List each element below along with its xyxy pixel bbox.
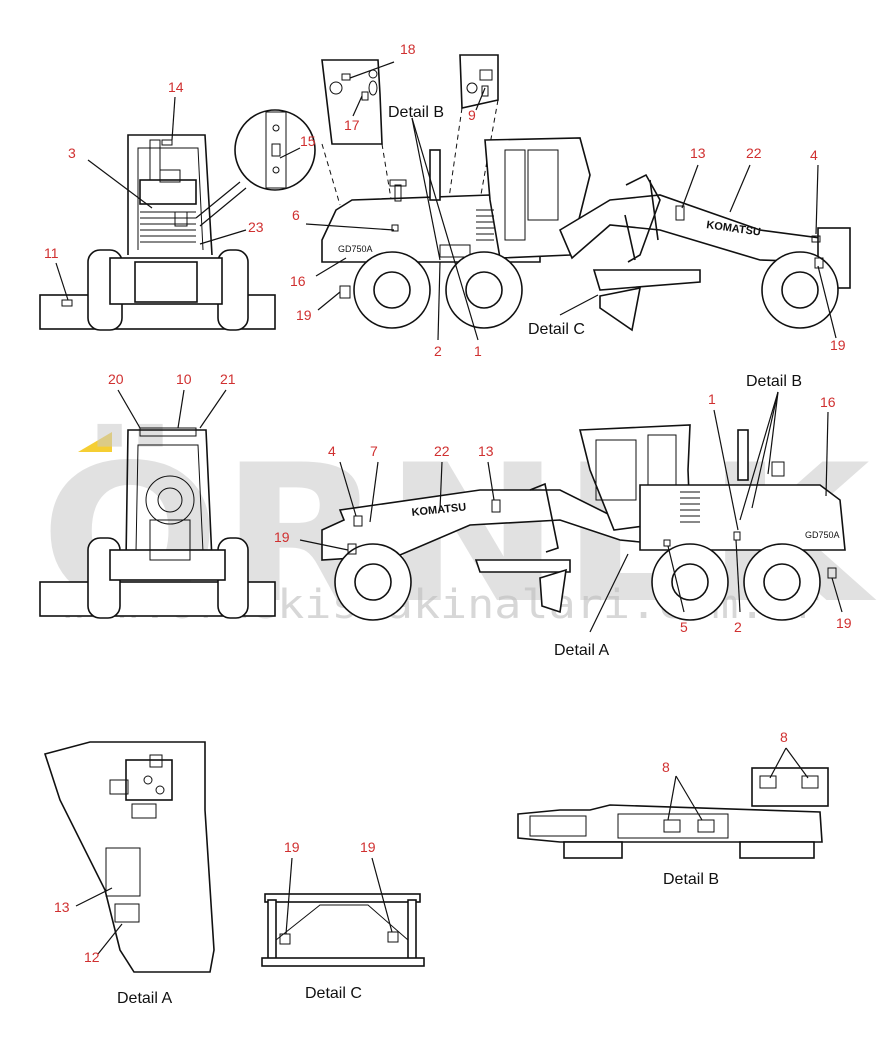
callout-21: 21: [220, 371, 236, 387]
detail-b: [517, 747, 829, 859]
detail-c: [261, 857, 425, 967]
caption-detail-a-bottom: Detail A: [117, 990, 172, 1007]
captions: Detail B Detail C Detail B Detail A Deta…: [117, 104, 802, 1007]
callout-1-mid: 1: [708, 391, 716, 407]
callout-numbers: 14 3 15 23 11 18 17 9 6 16 19 2 1 13 22 …: [44, 41, 852, 965]
callout-19-top-right: 19: [830, 337, 846, 353]
callout-10: 10: [176, 371, 192, 387]
callout-13-top: 13: [690, 145, 706, 161]
callout-19-mid-right: 19: [836, 615, 852, 631]
right-side-view: KOMATSU GD750A: [299, 391, 846, 633]
callout-8-lower: 8: [662, 759, 670, 775]
callout-20: 20: [108, 371, 124, 387]
callout-19-top-left: 19: [296, 307, 312, 323]
caption-detail-b-top: Detail B: [388, 104, 444, 121]
caption-detail-b-bottom: Detail B: [663, 871, 719, 888]
right-view-komatsu-decal: KOMATSU: [411, 501, 467, 519]
caption-detail-b-mid: Detail B: [746, 373, 802, 390]
callout-8-upper: 8: [780, 729, 788, 745]
callout-11: 11: [44, 245, 59, 261]
watermark-accent-mark: [78, 432, 112, 452]
detail-a: [43, 741, 215, 973]
right-view-model-decal: GD750A: [805, 530, 840, 540]
callout-14: 14: [168, 79, 184, 95]
callout-22-top: 22: [746, 145, 762, 161]
callout-15: 15: [300, 133, 316, 149]
callout-16-mid: 16: [820, 394, 836, 410]
callout-17: 17: [344, 117, 360, 133]
callout-19-detail-c-right: 19: [360, 839, 376, 855]
side-view-model-decal: GD750A: [338, 244, 373, 254]
callout-4-top: 4: [810, 147, 818, 163]
callout-19-detail-c-left: 19: [284, 839, 300, 855]
callout-9: 9: [468, 107, 476, 123]
callout-1-top: 1: [474, 343, 482, 359]
callout-22-mid: 22: [434, 443, 450, 459]
caption-detail-c-top: Detail C: [528, 321, 585, 338]
left-side-view: GD750A KOMATSU: [305, 54, 851, 341]
callout-13-detail-a: 13: [54, 899, 70, 915]
callout-5: 5: [680, 619, 688, 635]
callout-13-mid: 13: [478, 443, 494, 459]
callout-18: 18: [400, 41, 416, 57]
callout-4-mid: 4: [328, 443, 336, 459]
callout-23: 23: [248, 219, 264, 235]
callout-2-top: 2: [434, 343, 442, 359]
callout-2-mid: 2: [734, 619, 742, 635]
rear-view: [39, 389, 276, 619]
callout-3: 3: [68, 145, 76, 161]
callout-7: 7: [370, 443, 378, 459]
callout-16-top: 16: [290, 273, 306, 289]
callout-6: 6: [292, 207, 300, 223]
front-view: [39, 96, 316, 331]
caption-detail-c-bottom: Detail C: [305, 985, 362, 1002]
callout-19-mid-left: 19: [274, 529, 290, 545]
callout-12: 12: [84, 949, 100, 965]
caption-detail-a-mid: Detail A: [554, 642, 609, 659]
